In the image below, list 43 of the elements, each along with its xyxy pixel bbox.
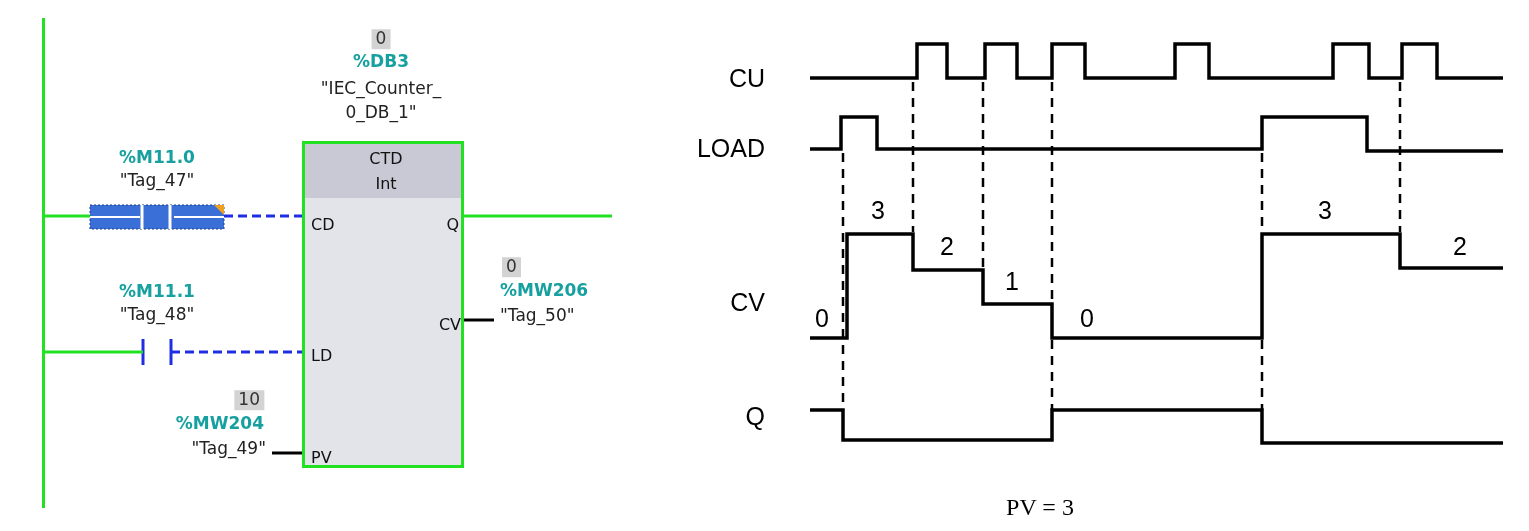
tag-label: "IEC_Counter_ 0_DB_1" <box>319 77 443 124</box>
signal-name: Q <box>745 401 765 431</box>
value-label: 2 <box>1453 231 1467 261</box>
pin-label: Q <box>446 215 459 235</box>
pin-label: CD <box>311 215 335 235</box>
value-field: 10 <box>234 390 264 410</box>
address-label: %M11.0 <box>119 148 195 168</box>
counter-block <box>302 141 464 468</box>
value-label: 0 <box>815 303 829 333</box>
address-label: %M11.1 <box>119 282 195 302</box>
signal-name: LOAD <box>696 133 765 163</box>
signal-name: CU <box>728 63 765 93</box>
value-label: 0 <box>1080 303 1094 333</box>
value-label: 2 <box>940 231 954 261</box>
value-label: 1 <box>1005 266 1019 296</box>
wire <box>45 214 90 218</box>
pin-label: CV <box>438 315 461 335</box>
wire <box>224 214 302 218</box>
value-label: 3 <box>1318 195 1332 225</box>
power-rail <box>42 18 45 508</box>
tag-label: "Tag_47" <box>119 171 195 191</box>
address-label: %MW206 <box>500 281 589 301</box>
parameter-note: PV = 3 <box>1006 494 1074 522</box>
contact-symbol <box>89 204 225 230</box>
wire <box>272 451 302 455</box>
block-type-label: CTD <box>369 149 403 169</box>
data-type-label: Int <box>375 174 397 194</box>
signal-name: CV <box>730 287 765 317</box>
tag-label: "Tag_49" <box>191 439 266 459</box>
wire <box>464 214 612 218</box>
wire <box>171 350 302 354</box>
value-field: 0 <box>502 257 521 277</box>
address-label: %MW204 <box>175 414 264 434</box>
value-label: 3 <box>871 195 885 225</box>
value-field: 0 <box>371 29 391 49</box>
pin-label: PV <box>311 448 332 468</box>
pin-label: LD <box>311 346 333 366</box>
tag-label: "Tag_50" <box>500 306 575 326</box>
address-label: %DB3 <box>353 52 409 72</box>
contact-symbol <box>141 339 173 365</box>
wire <box>464 318 494 322</box>
tag-label: "Tag_48" <box>119 305 195 325</box>
wire <box>45 350 143 354</box>
